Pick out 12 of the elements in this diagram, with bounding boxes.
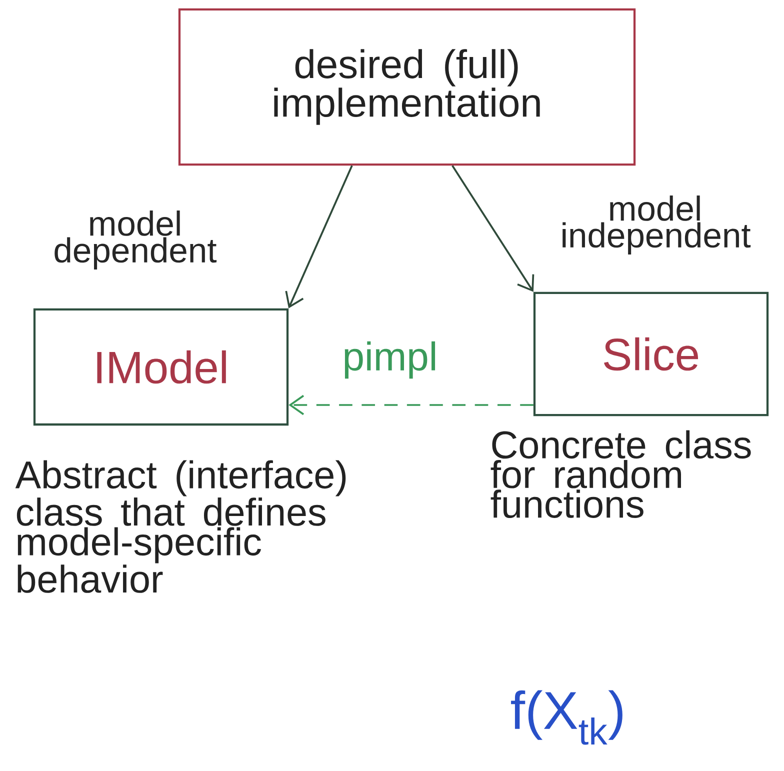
edge-label: pimpl xyxy=(344,341,436,379)
note-text: Concrete class for random functions xyxy=(490,430,751,518)
arrow xyxy=(285,165,353,308)
edge-label: model independent xyxy=(562,196,751,254)
note-text: f(X$_{tk}$) xyxy=(511,690,622,745)
note-text: Abstract (interface) class that defines model-specific behavior xyxy=(15,460,346,593)
arrow xyxy=(288,394,534,416)
class-box: Slice xyxy=(533,292,769,416)
edge-label: model dependent xyxy=(54,210,217,270)
class-box: desired (full) implementation xyxy=(178,8,636,166)
class-box: IModel xyxy=(33,308,289,426)
arrow xyxy=(452,165,534,292)
